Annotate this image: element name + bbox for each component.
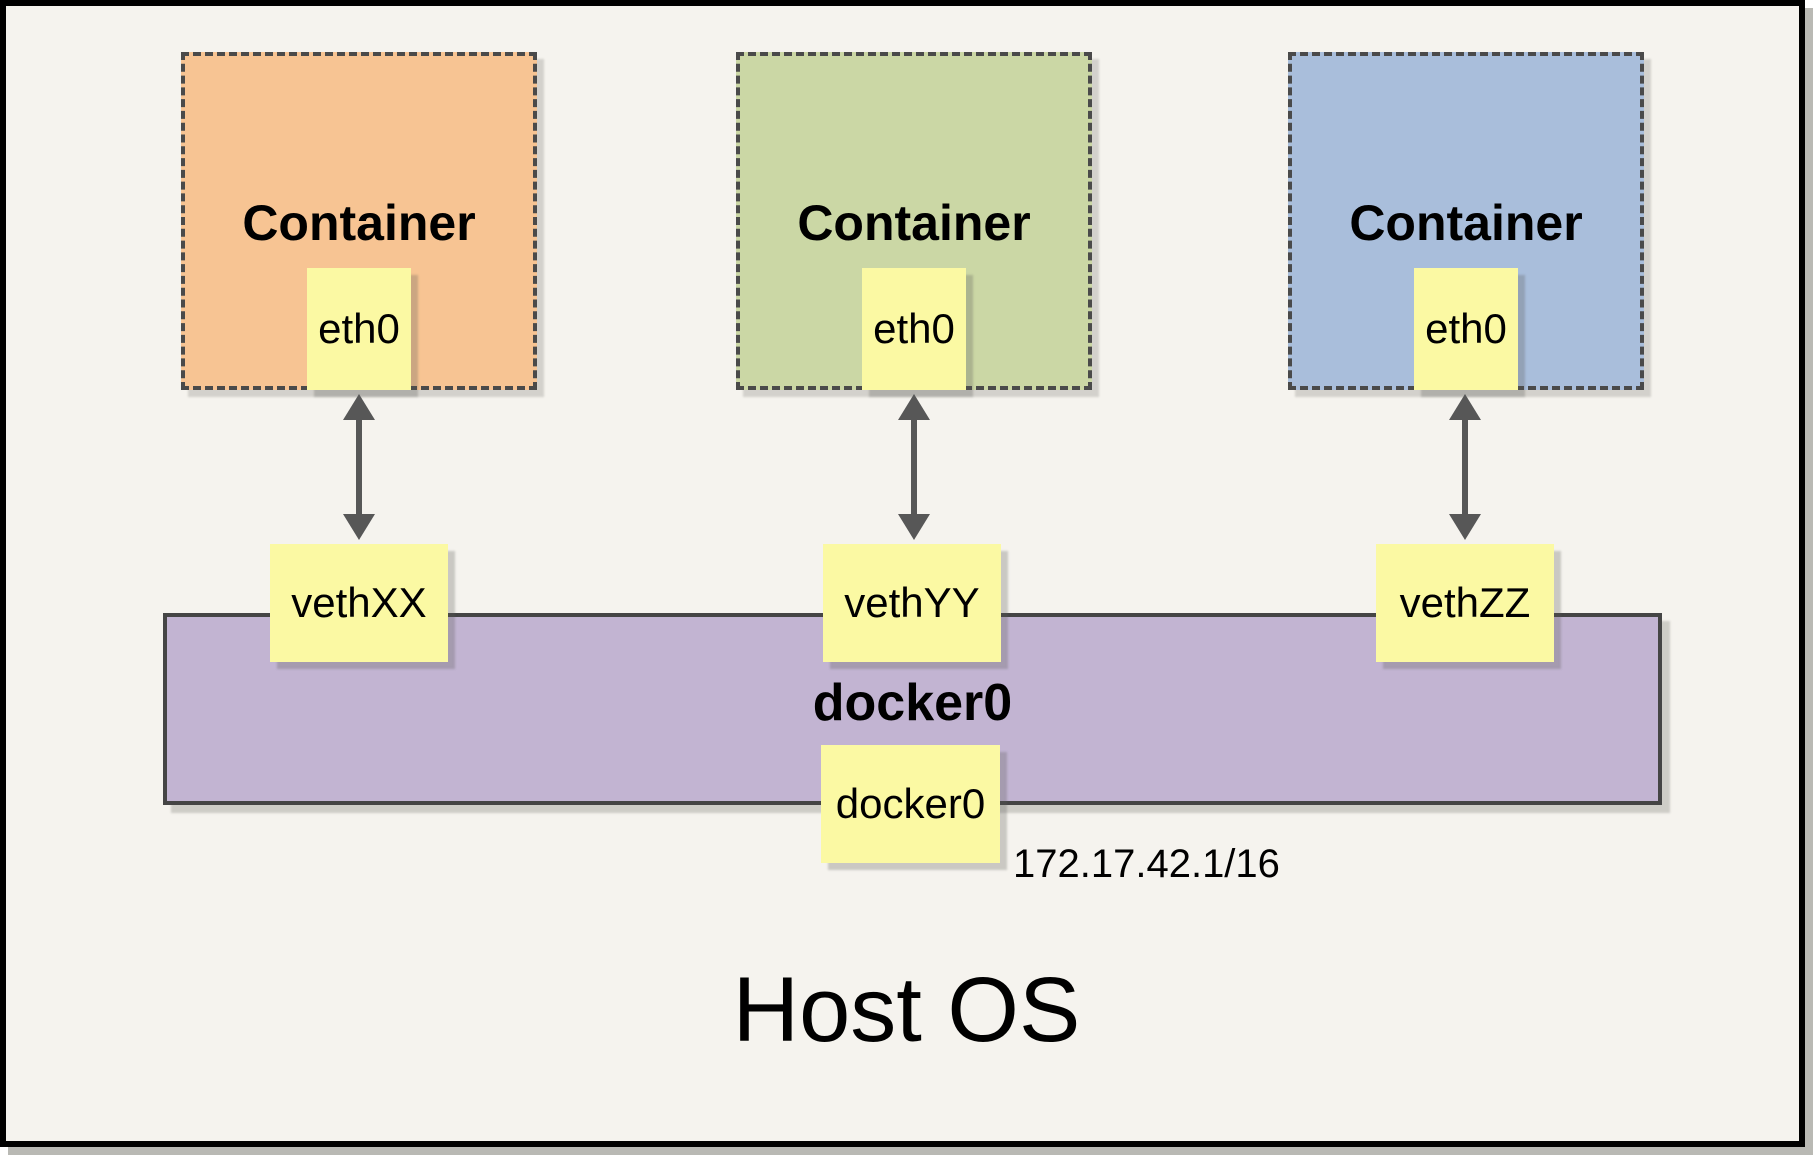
arrow-stem xyxy=(356,420,362,514)
container-box-2: Container eth0 xyxy=(736,52,1092,390)
container-1-eth0-box: eth0 xyxy=(307,268,411,390)
container-3-eth0-box: eth0 xyxy=(1414,268,1518,390)
container-3-title: Container xyxy=(1349,195,1583,251)
vethyy-box: vethYY xyxy=(823,544,1001,662)
arrow-down-icon xyxy=(898,514,930,540)
veth-arrow-2-icon xyxy=(898,394,930,540)
veth-arrow-1-icon xyxy=(343,394,375,540)
container-box-3: Container eth0 xyxy=(1288,52,1644,390)
arrow-stem xyxy=(1462,420,1468,514)
arrow-down-icon xyxy=(343,514,375,540)
container-1-title: Container xyxy=(242,195,476,251)
vethxx-box: vethXX xyxy=(270,544,448,662)
container-2-eth0-box: eth0 xyxy=(862,268,966,390)
docker0-bridge-label: docker0 xyxy=(812,674,1013,732)
arrow-down-icon xyxy=(1449,514,1481,540)
arrow-stem xyxy=(911,420,917,514)
bridge-ip-label: 172.17.42.1/16 xyxy=(1013,842,1280,886)
docker0-interface-box: docker0 xyxy=(821,745,1000,863)
veth-arrow-3-icon xyxy=(1449,394,1481,540)
host-os-label: Host OS xyxy=(732,959,1081,1061)
container-box-1: Container eth0 xyxy=(181,52,537,390)
container-2-title: Container xyxy=(797,195,1031,251)
vethzz-box: vethZZ xyxy=(1376,544,1554,662)
arrow-up-icon xyxy=(343,394,375,420)
arrow-up-icon xyxy=(1449,394,1481,420)
arrow-up-icon xyxy=(898,394,930,420)
